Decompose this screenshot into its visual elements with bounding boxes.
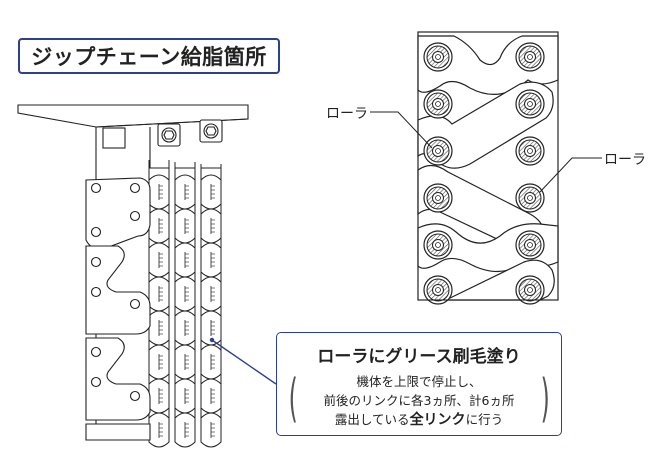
bolt-icon <box>199 119 223 143</box>
bolt-icon <box>157 123 181 147</box>
roller-icon <box>423 275 453 305</box>
right-paren-icon: ) <box>540 369 550 429</box>
chain-column <box>200 164 222 448</box>
chain-column <box>174 162 196 448</box>
callout-body: 機体を上限で停止し、 前後のリンクに各3ヵ所、計6ヵ所 露出している全リンクに行… <box>303 372 535 430</box>
chain-section <box>417 31 559 305</box>
roller-icon <box>515 183 545 213</box>
callout-pointer <box>211 339 277 385</box>
chain-column <box>148 160 170 448</box>
roller-icon <box>423 183 453 213</box>
roller-icon <box>423 89 453 119</box>
callout-line-3: 露出している全リンクに行う <box>334 412 504 428</box>
roller-icon <box>515 42 545 72</box>
chain-assembly <box>17 104 249 448</box>
instruction-callout: ローラにグリース刷毛塗り ( ) 機体を上限で停止し、 前後のリンクに各3ヵ所、… <box>276 332 562 436</box>
callout-line-1: 機体を上限で停止し、 <box>356 374 482 389</box>
callout-title: ローラにグリース刷毛塗り <box>317 347 521 367</box>
roller-label-right: ローラ <box>604 152 646 168</box>
roller-icon <box>515 230 545 260</box>
leader-lines <box>370 111 602 193</box>
roller-label-left: ローラ <box>326 106 368 122</box>
roller-icon <box>423 230 453 260</box>
roller-icon <box>423 42 453 72</box>
roller-icon <box>515 89 545 119</box>
callout-line-2: 前後のリンクに各3ヵ所、計6ヵ所 <box>323 393 515 408</box>
diagram-title: ジップチェーン給脂箇所 <box>18 38 280 74</box>
roller-icon <box>515 136 545 166</box>
roller-icon <box>423 136 453 166</box>
left-paren-icon: ( <box>288 369 298 429</box>
callout-pointer-dot <box>209 337 215 343</box>
roller-icon <box>515 275 545 305</box>
